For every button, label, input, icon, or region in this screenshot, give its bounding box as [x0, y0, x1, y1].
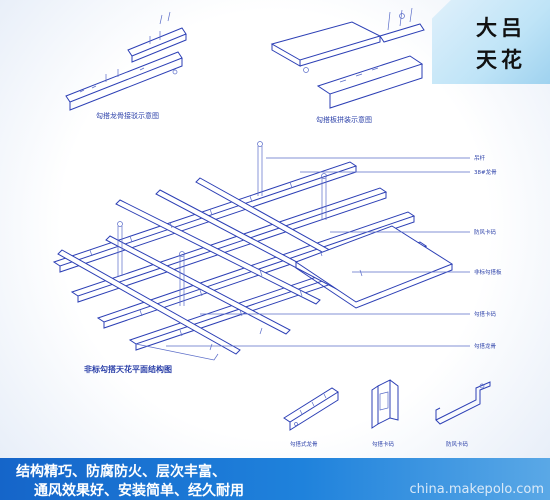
slogan-bar: 结构精巧、防腐防火、层次丰富、 通风效果好、安装简单、经久耐用 china.ma… — [0, 458, 550, 500]
callout-hook-clip: 勾搭卡码 — [474, 310, 497, 318]
part-keel-caption: 勾搭式龙骨 — [290, 440, 318, 448]
brand-badge: 大吕 天花 — [432, 0, 550, 84]
structure-plan-figure — [52, 141, 454, 361]
part-wind-clip-caption: 防风卡码 — [446, 440, 469, 448]
callout-panel: 非标勾搭板 — [474, 268, 502, 276]
brand-line-2: 天花 — [476, 47, 526, 72]
keel-connection-figure — [65, 11, 187, 111]
panel-assembly-figure — [270, 7, 425, 109]
callout-wind-clip: 防风卡码 — [474, 228, 497, 236]
callout-main-keel: 38#龙骨 — [474, 168, 497, 176]
slogan-line-2: 通风效果好、安装简单、经久耐用 — [34, 483, 244, 499]
panel-assembly-caption: 勾搭板拼装示意图 — [316, 115, 372, 124]
part-keel-figure — [283, 387, 339, 431]
callout-hook-keel: 勾搭龙骨 — [474, 342, 497, 350]
callout-hanger-rod: 吊杆 — [474, 154, 486, 162]
watermark: china.makepolo.com — [409, 482, 544, 497]
callout-lines — [166, 157, 470, 347]
keel-connection-caption: 勾搭龙骨接驳示意图 — [96, 111, 159, 120]
brand-line-1: 大吕 — [476, 15, 526, 40]
part-hook-clip-caption: 勾搭卡码 — [372, 440, 395, 448]
part-wind-clip-figure — [435, 381, 491, 425]
plan-title: 非标勾搭天花平面结构图 — [84, 364, 172, 374]
slogan-line-1: 结构精巧、防腐防火、层次丰富、 — [16, 464, 226, 480]
part-hook-clip-figure — [371, 379, 399, 429]
